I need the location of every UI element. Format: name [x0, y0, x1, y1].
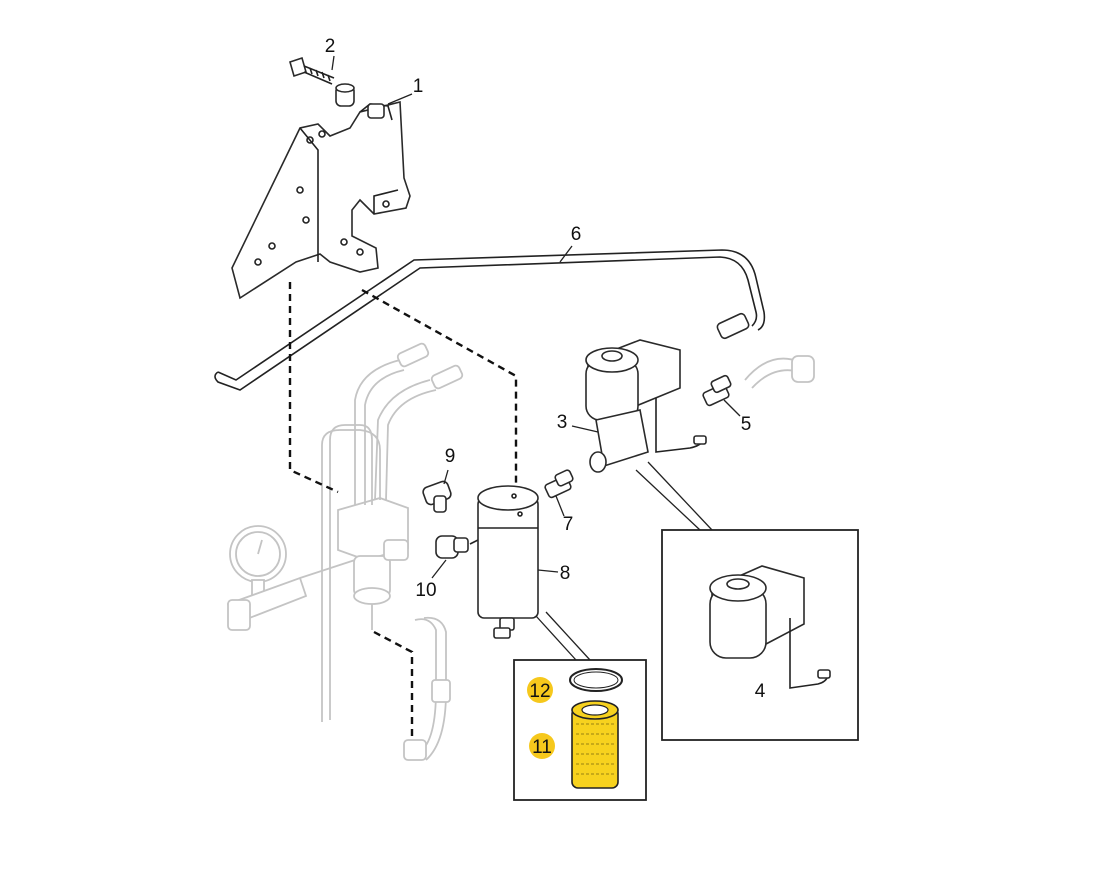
tube-assembly [214, 249, 766, 391]
callout-8: 8 [560, 563, 571, 584]
callout-6: 6 [571, 224, 582, 245]
fitting-5 [702, 374, 732, 407]
highlight-marker-11 [529, 733, 555, 759]
mounting-bracket [231, 100, 411, 300]
callout-3: 3 [557, 412, 568, 433]
solenoid-valve [585, 339, 707, 473]
elbow-fitting-10 [435, 535, 479, 559]
highlight-marker-12 [527, 677, 553, 703]
callout-11: 11 [532, 737, 552, 758]
callout-12: 12 [529, 681, 550, 702]
fitting-7 [544, 469, 574, 499]
ghost-regulator-block [337, 497, 409, 630]
ghost-hoses [321, 342, 464, 722]
bolt-and-spacer [289, 56, 355, 107]
callout-4: 4 [755, 681, 766, 702]
filter-housing [477, 485, 539, 639]
ghost-lower-line [403, 616, 451, 761]
o-ring [569, 668, 623, 692]
callout-10: 10 [415, 580, 436, 601]
callout-7: 7 [563, 514, 574, 535]
elbow-fitting-9 [422, 480, 452, 513]
detail-box-coil [661, 529, 859, 741]
callout-1: 1 [413, 76, 424, 97]
callout-9: 9 [445, 446, 456, 467]
ghost-pressure-gauge [226, 525, 356, 631]
ghost-elbow-fitting [744, 355, 815, 389]
callout-5: 5 [741, 414, 752, 435]
callout-2: 2 [325, 36, 336, 57]
filter-element [571, 700, 619, 789]
callout-labels: 2 1 6 3 5 9 7 8 10 4 12 11 [325, 36, 766, 759]
assembly-dashed-lines [288, 282, 518, 740]
